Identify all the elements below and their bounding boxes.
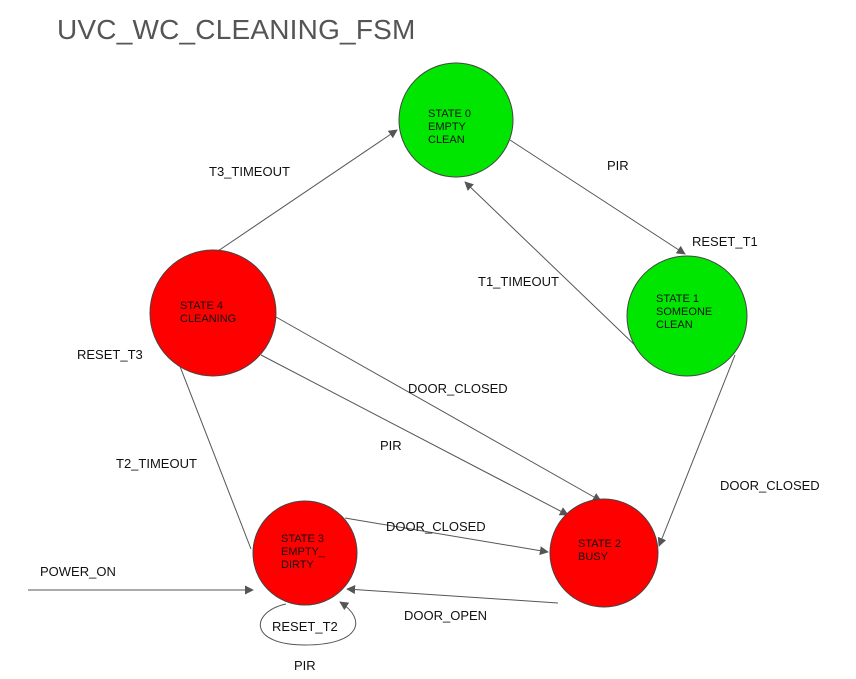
transition-arrow-s1-s2: [657, 354, 736, 547]
transition-arrow-s4-s2-pir: [260, 354, 569, 516]
transition-arrow-s4-s0: [214, 129, 398, 254]
transition-label-s4-s2-pir: PIR: [380, 438, 402, 453]
state-label-line: DIRTY: [281, 559, 314, 571]
state-circle: [398, 62, 514, 178]
transition-label-s1-s2: DOOR_CLOSED: [720, 478, 820, 493]
state-label-line: BUSY: [578, 551, 609, 563]
transition-label-s3-s4: RESET_T3: [77, 347, 143, 362]
state-label-line: STATE 4: [180, 300, 223, 312]
transition-label-s3-s3: RESET_T2: [272, 619, 338, 634]
state-label-line: CLEAN: [656, 319, 693, 331]
transition-label-s3-s3: PIR: [294, 658, 316, 673]
transition-label-s3-s4: T2_TIMEOUT: [116, 456, 197, 471]
state-label-line: EMPTY_: [281, 546, 326, 558]
transition-arrow-s3-s3: [260, 601, 357, 646]
transition-label-s0-s1: PIR: [607, 158, 629, 173]
transition-arrow-s3-s2: [344, 517, 549, 556]
state-label-line: CLEAN: [428, 134, 465, 146]
state-circle: [252, 500, 358, 606]
state-label-line: STATE 1: [656, 293, 699, 305]
transition-arrow-s1-s0: [464, 181, 641, 351]
transition-label-s3-s2: DOOR_CLOSED: [386, 519, 486, 534]
transition-arrow-s0-s1: [509, 139, 686, 255]
transition-label-s4-s2-door: DOOR_CLOSED: [408, 381, 508, 396]
transition-arrow-s2-s3: [346, 585, 559, 604]
state-label-line: STATE 3: [281, 533, 324, 545]
state-label-line: SOMEONE: [656, 306, 712, 318]
state-label-line: EMPTY: [428, 121, 467, 133]
transition-arrow-s3-s4: [172, 350, 252, 550]
state-label-line: STATE 0: [428, 108, 471, 120]
state-circle: [549, 498, 659, 608]
transition-label-s1-s0: T1_TIMEOUT: [478, 274, 559, 289]
state-circle: [626, 255, 748, 377]
state-label-line: STATE 2: [578, 538, 621, 550]
transition-label-s0-s1: RESET_T1: [692, 234, 758, 249]
transition-label-s4-s0: T3_TIMEOUT: [209, 164, 290, 179]
transition-label-s2-s3: DOOR_OPEN: [404, 608, 487, 623]
state-label-line: CLEANING: [180, 313, 236, 325]
state-circle: [149, 249, 277, 377]
transition-arrow-s4-s2-door: [275, 316, 602, 502]
transition-label-power-s3: POWER_ON: [40, 564, 116, 579]
diagram-title: UVC_WC_CLEANING_FSM: [57, 14, 416, 45]
